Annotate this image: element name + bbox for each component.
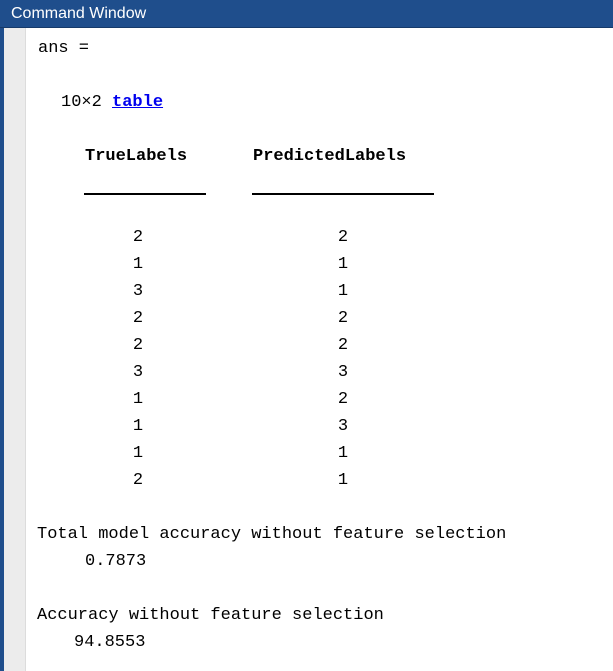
- accuracy-label: Accuracy without feature selection: [37, 606, 384, 625]
- ans-label: ans =: [38, 39, 90, 58]
- cell-true-label: 3: [132, 363, 144, 382]
- table-size-line: 10×2 table: [61, 93, 163, 113]
- cell-true-label: 1: [132, 444, 144, 463]
- cell-true-label: 2: [132, 309, 144, 328]
- console-gutter: [4, 28, 26, 671]
- cell-predicted-label: 1: [337, 255, 349, 274]
- title-bar[interactable]: Command Window: [0, 0, 613, 28]
- window-left-border: [0, 28, 4, 671]
- cell-predicted-label: 3: [337, 363, 349, 382]
- cell-predicted-label: 2: [337, 309, 349, 328]
- cell-predicted-label: 1: [337, 471, 349, 490]
- cell-true-label: 1: [132, 417, 144, 436]
- cell-true-label: 3: [132, 282, 144, 301]
- cell-predicted-label: 2: [337, 228, 349, 247]
- column-underline-predicted-labels: [252, 193, 434, 195]
- accuracy-value: 94.8553: [74, 633, 146, 652]
- cell-true-label: 1: [132, 390, 144, 409]
- column-underline-true-labels: [84, 193, 206, 195]
- table-size: 10×2: [61, 93, 102, 112]
- cell-predicted-label: 1: [337, 444, 349, 463]
- cell-true-label: 2: [132, 228, 144, 247]
- cell-true-label: 1: [132, 255, 144, 274]
- cell-true-label: 2: [132, 471, 144, 490]
- column-header-true-labels: TrueLabels: [85, 147, 188, 166]
- cell-predicted-label: 2: [337, 390, 349, 409]
- total-accuracy-value: 0.7873: [85, 552, 147, 571]
- cell-predicted-label: 2: [337, 336, 349, 355]
- table-link[interactable]: table: [112, 93, 164, 112]
- cell-predicted-label: 3: [337, 417, 349, 436]
- console-output[interactable]: ans = 10×2 table TrueLabels PredictedLab…: [26, 28, 613, 671]
- cell-true-label: 2: [132, 336, 144, 355]
- cell-predicted-label: 1: [337, 282, 349, 301]
- window-title: Command Window: [11, 5, 147, 22]
- column-header-predicted-labels: PredictedLabels: [253, 147, 407, 166]
- total-accuracy-label: Total model accuracy without feature sel…: [37, 525, 507, 544]
